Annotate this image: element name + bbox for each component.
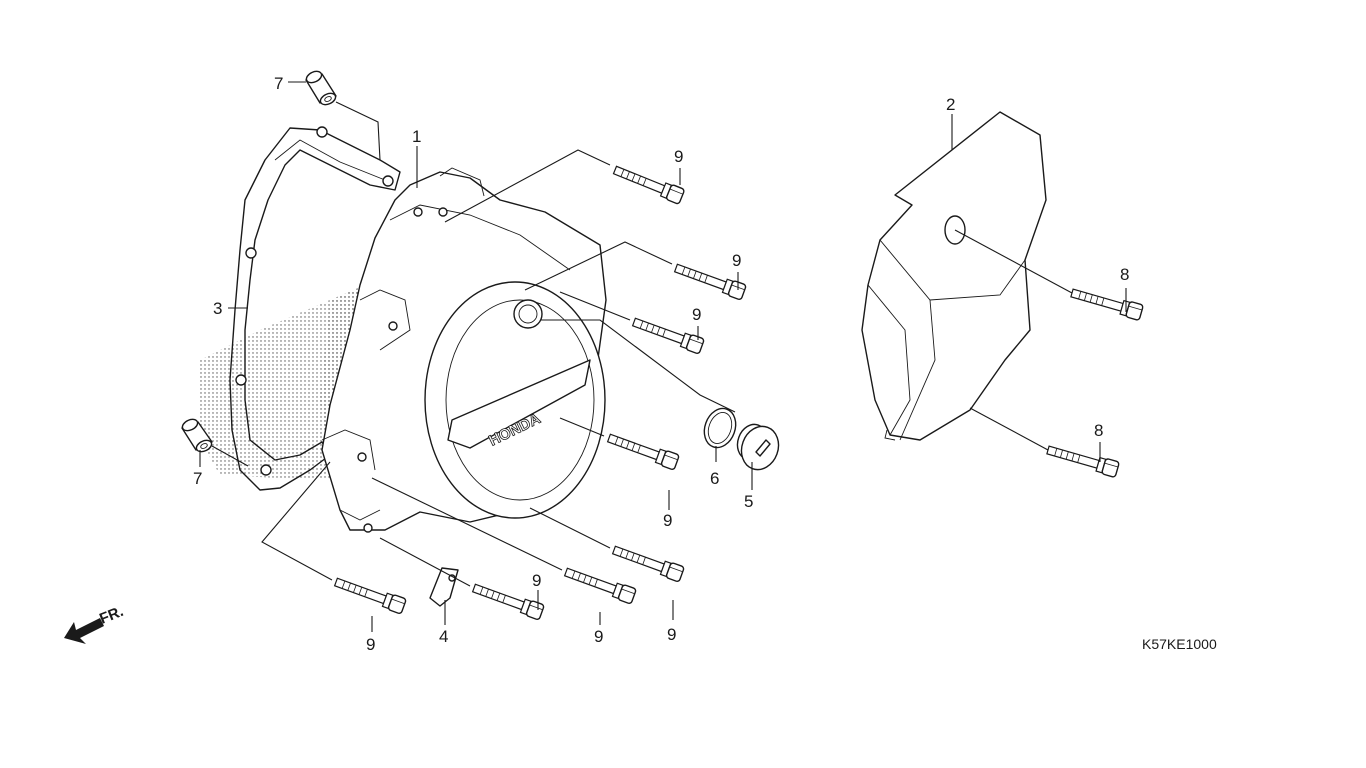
callout-2: 2 bbox=[946, 95, 955, 114]
callout-9-lower-mid: 9 bbox=[663, 511, 672, 530]
o-ring-part-6 bbox=[703, 407, 737, 449]
front-label: FR. bbox=[97, 603, 126, 628]
callout-9-top: 9 bbox=[674, 147, 683, 166]
bolt-8-upper bbox=[1069, 284, 1145, 322]
callout-9-bottom-clamp: 9 bbox=[532, 571, 541, 590]
wire-clamp-part-4 bbox=[429, 567, 459, 607]
bolt-9-bottom-center bbox=[562, 563, 638, 605]
sprocket-cover-part-2 bbox=[861, 111, 1047, 441]
callout-9-upper-right: 9 bbox=[732, 251, 741, 270]
drawing-code: K57KE1000 bbox=[1142, 636, 1217, 652]
bolt-9-top bbox=[611, 161, 686, 206]
left-crankcase-cover-part-1: HONDA bbox=[320, 167, 607, 533]
callout-8-upper: 8 bbox=[1120, 265, 1129, 284]
callout-9-bottom-left: 9 bbox=[366, 635, 375, 654]
callout-9-bottom-right: 9 bbox=[667, 625, 676, 644]
leader-lines bbox=[199, 81, 1127, 632]
timing-hole-cap-part-5 bbox=[736, 423, 780, 471]
callout-3: 3 bbox=[213, 299, 222, 318]
callout-5: 5 bbox=[744, 492, 753, 511]
bolt-9-bottom-left bbox=[332, 573, 408, 615]
dowel-pin-lower-part-7 bbox=[181, 418, 213, 453]
dowel-pin-upper-part-7 bbox=[305, 70, 337, 106]
bolt-8-lower bbox=[1045, 441, 1121, 479]
callout-7-upper: 7 bbox=[274, 74, 283, 93]
callout-6: 6 bbox=[710, 469, 719, 488]
callout-4: 4 bbox=[439, 627, 448, 646]
front-direction-arrow: FR. bbox=[64, 603, 126, 644]
callout-1: 1 bbox=[412, 127, 421, 146]
callout-7-lower: 7 bbox=[193, 469, 202, 488]
bolt-9-lower-mid bbox=[605, 429, 681, 471]
bolt-9-bottom-right bbox=[610, 541, 686, 583]
callout-8-lower: 8 bbox=[1094, 421, 1103, 440]
callout-9-mid-right: 9 bbox=[692, 305, 701, 324]
callout-9-bottom-center: 9 bbox=[594, 627, 603, 646]
